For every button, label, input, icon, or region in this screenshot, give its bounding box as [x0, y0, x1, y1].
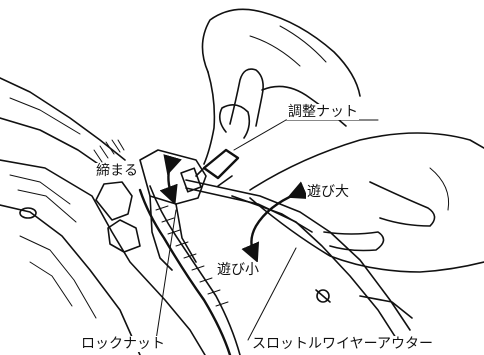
wrench	[180, 148, 240, 193]
leader-lines	[155, 119, 379, 341]
label-adjust-nut: 調整ナット	[287, 104, 359, 120]
label-tighten: 締まる	[95, 163, 139, 179]
right-hand	[249, 132, 484, 273]
left-hand	[201, 8, 361, 165]
throttle-bracket	[138, 149, 241, 355]
label-throttle-wire-outer: スロットルワイヤーアウター	[251, 336, 435, 352]
label-lock-nut: ロックナット	[80, 336, 166, 352]
play-adjust-arrow	[241, 181, 309, 263]
engine-block	[0, 159, 206, 355]
throttle-wire	[185, 179, 413, 339]
label-play-small: 遊び小	[216, 262, 260, 278]
intake-hose	[0, 77, 126, 169]
tighten-arrow	[159, 154, 182, 205]
label-play-large: 遊び大	[306, 184, 350, 200]
